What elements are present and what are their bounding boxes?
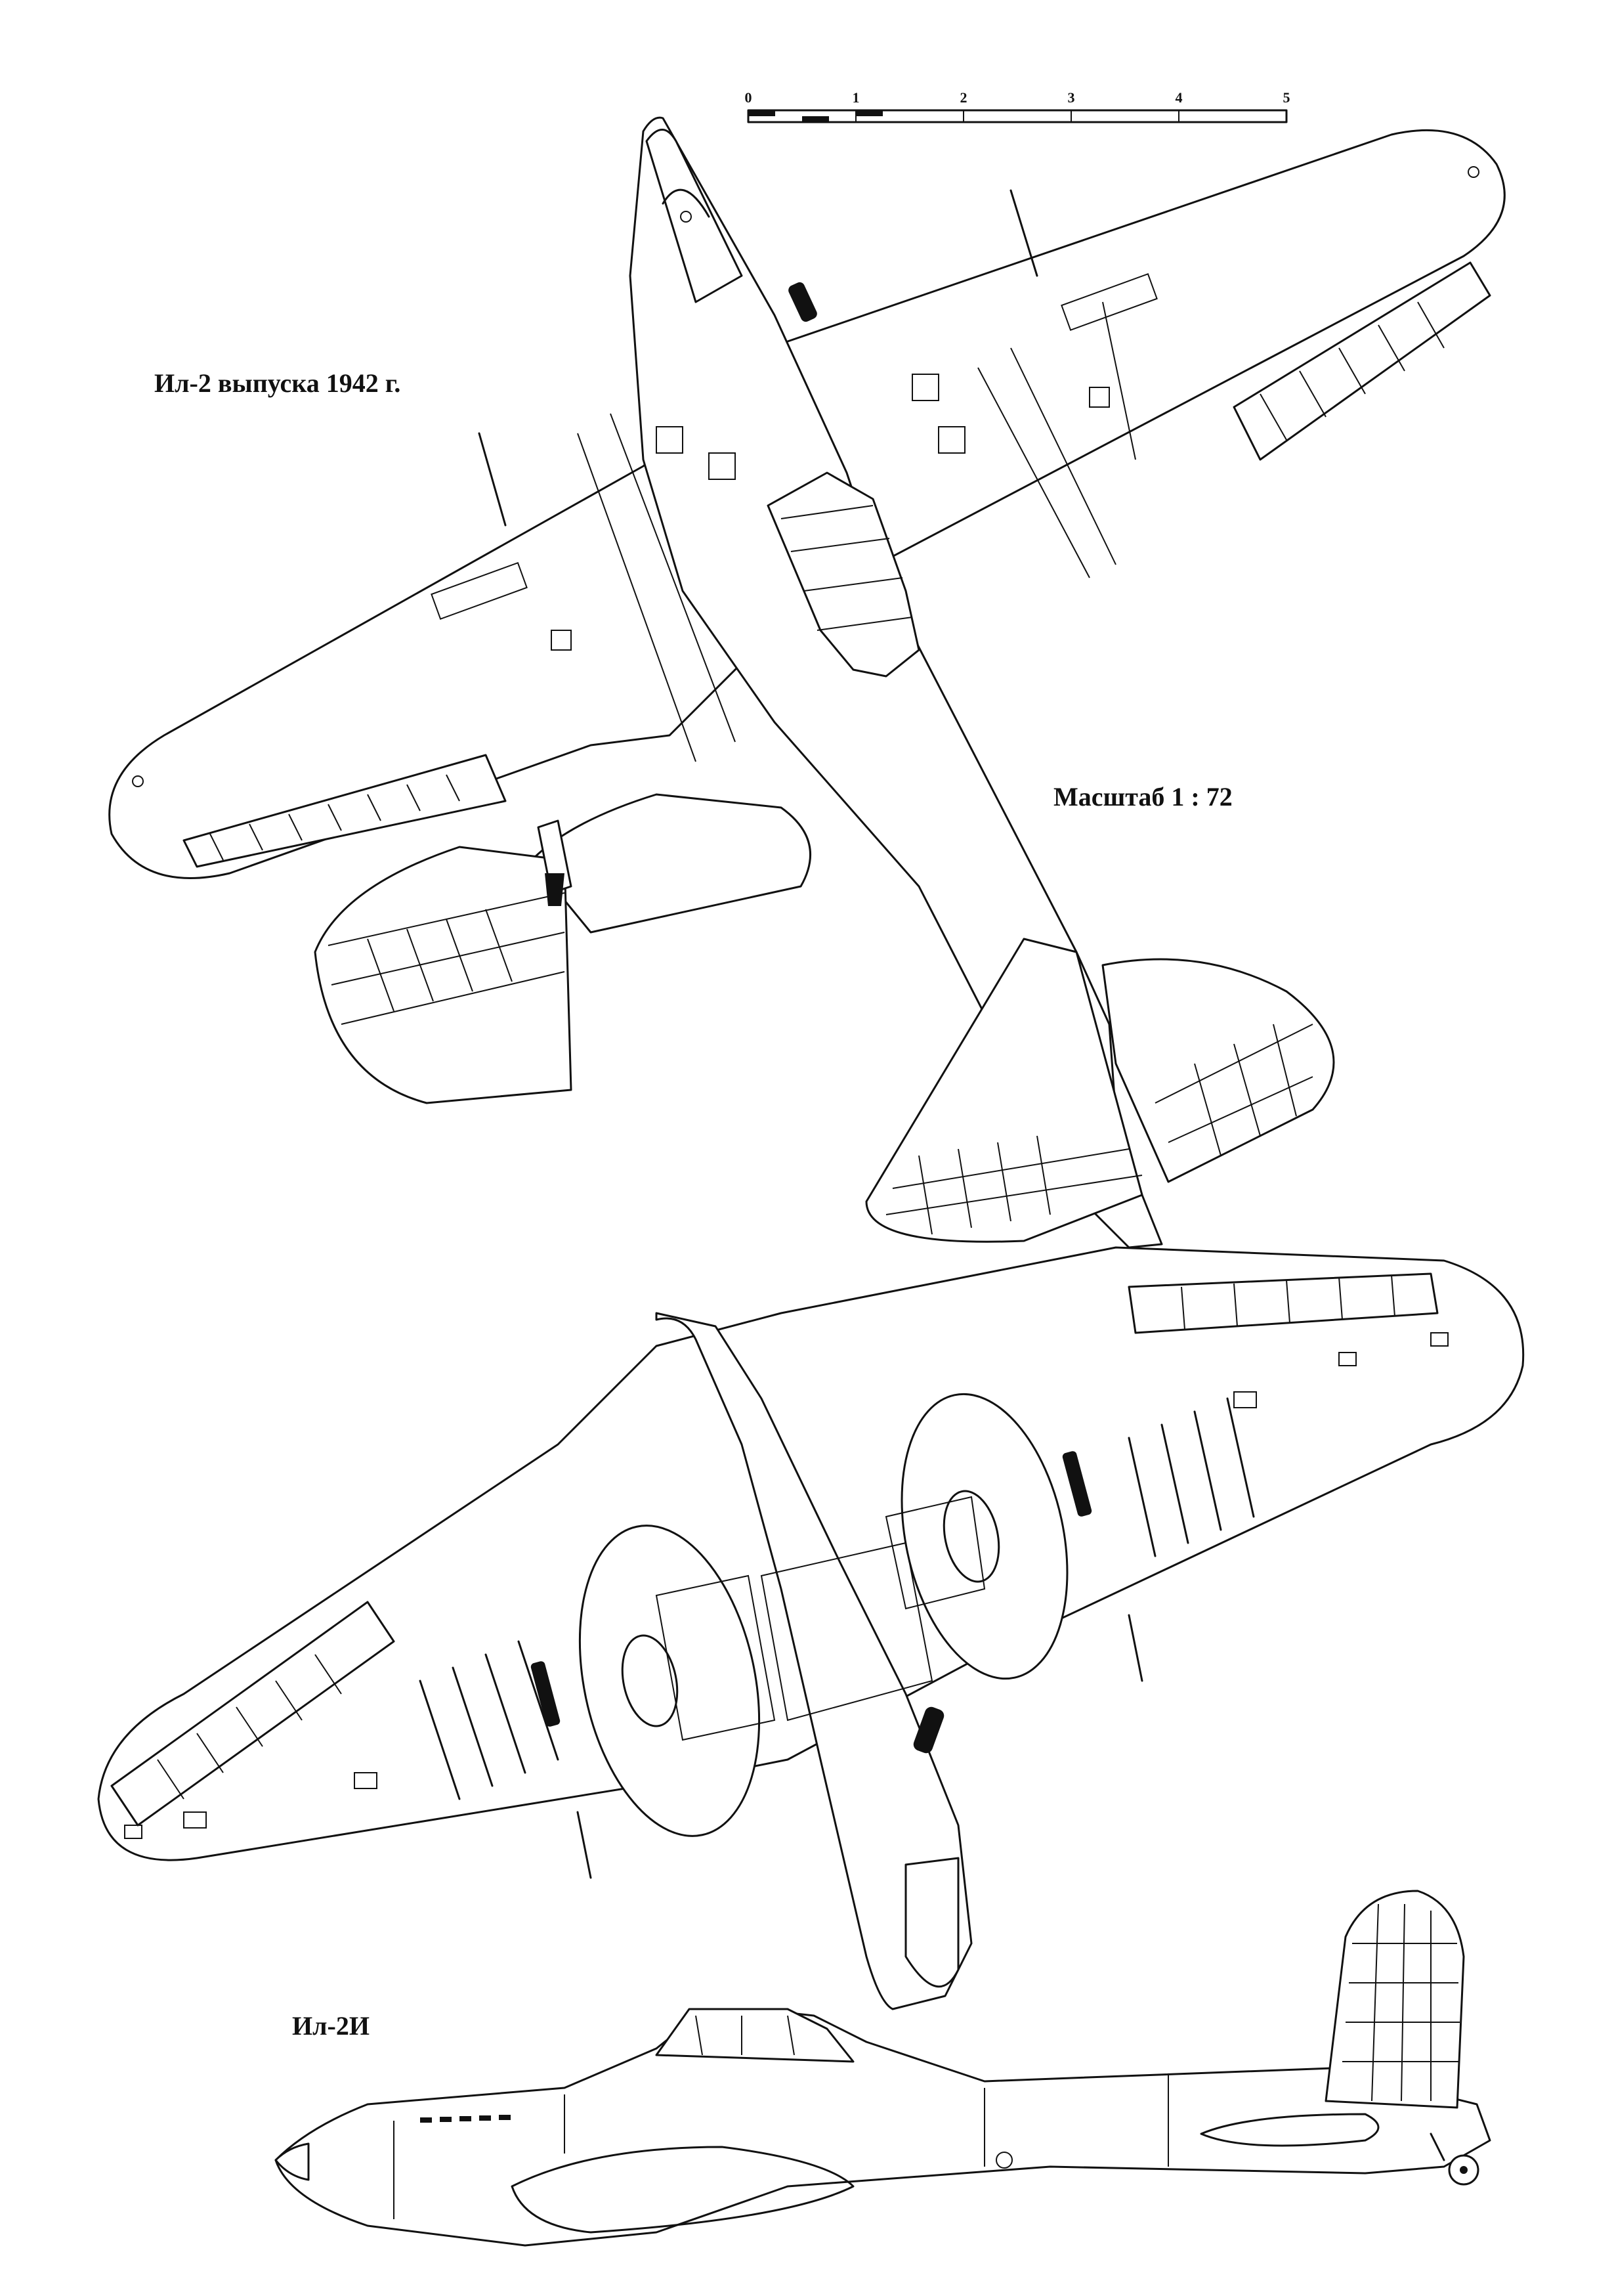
scale-tick-label: 5: [1283, 89, 1290, 106]
scale-bar: 0 1 2 3 4 5: [745, 89, 1290, 123]
scale-tick-label: 4: [1176, 89, 1183, 106]
top-plan-view: [108, 116, 1506, 1249]
side-view: [274, 1890, 1491, 2247]
scale-tick-label: 2: [960, 89, 967, 106]
scale-tick-label: 1: [853, 89, 860, 106]
scale-tick-label: 0: [745, 89, 752, 106]
scale-caption: Масштаб 1 : 72: [1053, 782, 1233, 812]
top-view-title: Ил-2 выпуска 1942 г.: [154, 368, 401, 398]
side-view-title: Ил-2И: [292, 2011, 370, 2041]
bottom-plan-view: [97, 1246, 1525, 2010]
scale-tick-label: 3: [1068, 89, 1075, 106]
